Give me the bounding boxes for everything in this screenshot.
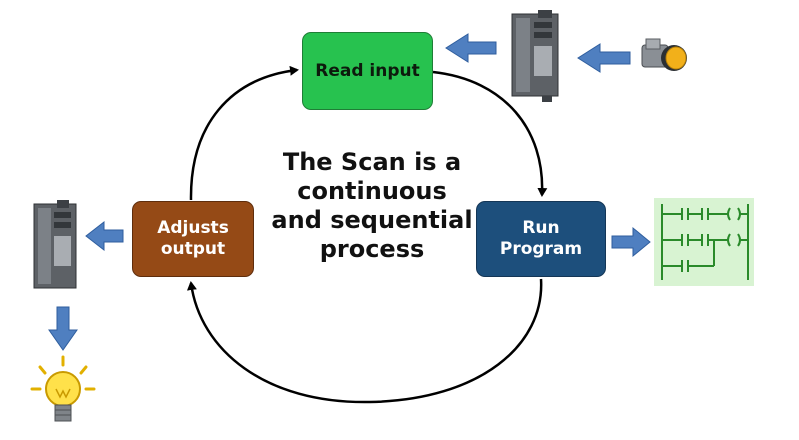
center-caption: The Scan is a continuous and sequential … [271,148,473,263]
flow-arrow-plc-to-read [445,33,497,63]
flow-arrow-adjust-to-plc [85,220,124,252]
adjusts-output-node: Adjusts output [132,201,254,277]
cycle-arrow-adjust-to-read [189,65,299,201]
ladder-logic-icon [654,198,754,286]
flow-arrow-plc-to-bulb [48,306,78,351]
read-input-node: Read input [302,32,433,110]
read-input-label: Read input [315,60,420,81]
run-program-node: Run Program [476,201,606,277]
plc-module-icon [33,200,77,289]
flow-arrow-run-to-ladder [611,226,651,258]
plc-module-icon [511,10,559,102]
cycle-arrow-read-to-run [432,70,548,197]
light-bulb-icon [30,355,96,422]
adjusts-output-label: Adjusts output [157,218,229,259]
flow-arrow-button-to-plc [577,43,631,73]
push-button-icon [641,38,687,71]
run-program-label: Run Program [499,218,583,259]
cycle-arrow-run-to-adjust [186,278,543,404]
